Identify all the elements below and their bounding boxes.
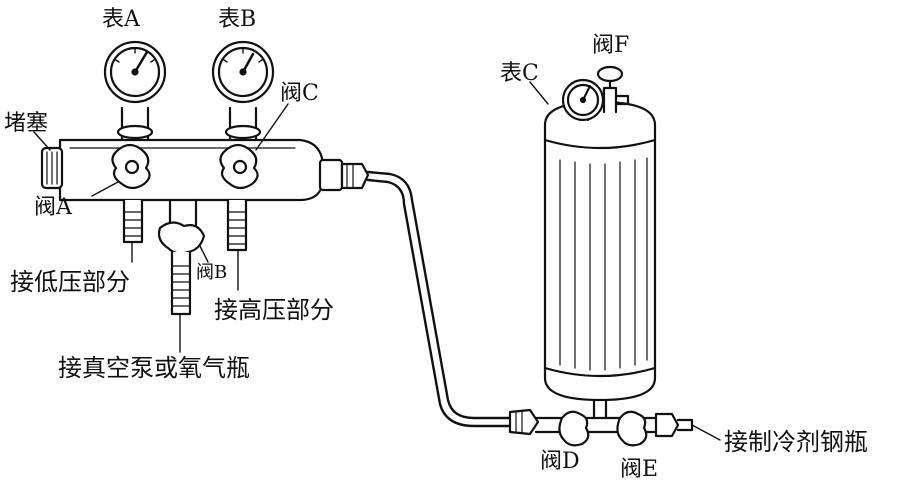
outlet-fitting: [654, 412, 680, 438]
valve-f-side: [614, 94, 630, 106]
label-valve-b: 阀B: [196, 262, 227, 283]
low-pressure-port: [122, 198, 144, 244]
valve-b-leader: [199, 245, 209, 263]
cylinder-outlet: [592, 398, 608, 420]
label-high-pressure: 接高压部分: [214, 296, 334, 324]
hose-end-nut: [508, 408, 540, 436]
hose-nut: [340, 162, 370, 190]
valve-d-knob: [558, 410, 590, 447]
charging-hose-inner: [366, 178, 514, 428]
valve-f-body: [602, 86, 618, 114]
valve-c-leader: [255, 103, 289, 151]
label-plug: 堵塞: [4, 111, 48, 136]
manifold-body: [58, 138, 324, 202]
valve-b-knob: [157, 221, 206, 255]
label-gauge-c: 表C: [500, 61, 539, 86]
cylinder-top-band: [543, 138, 657, 150]
charging-hose: [366, 170, 514, 420]
gauge-c-leader: [529, 81, 549, 105]
label-valve-d: 阀D: [540, 449, 580, 474]
manifold-outlet-fitting: [318, 158, 344, 192]
refrigerant-cylinder: [543, 100, 657, 402]
high-pressure-port: [226, 198, 248, 252]
valve-e-knob: [616, 410, 648, 447]
label-valve-f: 阀F: [592, 33, 629, 58]
label-valve-a: 阀A: [34, 195, 73, 220]
refrigerant-leader: [691, 424, 721, 441]
vacuum-port: [170, 250, 192, 316]
label-gauge-b: 表B: [218, 7, 256, 32]
label-valve-e: 阀E: [620, 457, 658, 482]
cylinder-bottom-band: [543, 366, 657, 378]
label-vacuum-pump: 接真空泵或氧气瓶: [58, 354, 250, 382]
label-valve-c: 阀C: [280, 81, 319, 106]
valve-a-leader: [91, 181, 119, 197]
plug-leader: [33, 131, 51, 151]
valve-c-knob: [219, 143, 259, 190]
label-gauge-a: 表A: [102, 7, 141, 32]
outlet-nozzle: [676, 418, 694, 432]
cylinder-hatching: [559, 157, 648, 371]
label-low-pressure: 接低压部分: [10, 268, 130, 296]
label-refrigerant-bottle: 接制冷剂钢瓶: [724, 428, 868, 456]
valve-a-knob: [111, 143, 151, 190]
valve-f-handle: [596, 65, 624, 83]
